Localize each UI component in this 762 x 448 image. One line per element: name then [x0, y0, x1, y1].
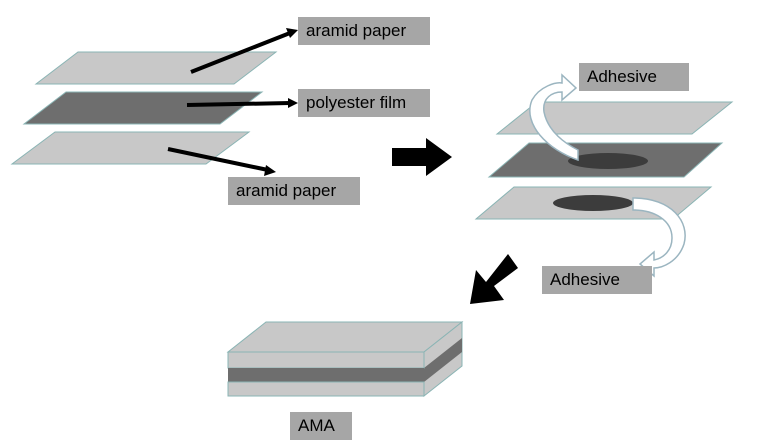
- adhesive-spot-on-aramid: [553, 195, 633, 211]
- ama-label: AMA: [290, 412, 352, 440]
- curved-arrow-adhesive-top: [529, 73, 579, 162]
- ama-top-face: [226, 321, 464, 353]
- adhesive-application-group: [474, 73, 734, 278]
- pointer-arrow-aramid-top: [190, 31, 291, 74]
- top-aramid-sheet: [34, 51, 278, 85]
- adhesive-top-aramid-sheet: [495, 101, 734, 135]
- aramid-paper-label-bottom: aramid paper: [228, 177, 360, 205]
- adhesive-spot-on-film: [568, 153, 648, 169]
- ama-front-top-layer: [227, 351, 425, 369]
- right-process-arrow: [392, 138, 452, 176]
- polyester-film-sheet: [22, 91, 264, 125]
- pointer-arrowhead-aramid-bottom: [264, 165, 276, 176]
- ama-side-polyester-band: [424, 338, 462, 382]
- adhesive-label-top: Adhesive: [579, 63, 689, 91]
- down-left-process-arrow: [470, 254, 518, 304]
- pointer-arrow-polyester: [186, 101, 291, 107]
- aramid-paper-label-top: aramid paper: [298, 17, 430, 45]
- adhesive-label-bottom: Adhesive: [542, 266, 652, 294]
- pointer-arrowhead-polyester: [288, 98, 298, 108]
- ama-laminate-group: [226, 320, 464, 398]
- polyester-film-label: polyester film: [298, 89, 430, 117]
- pointer-arrow-aramid-bottom: [167, 147, 269, 172]
- ama-front-polyester-layer: [228, 368, 424, 382]
- separate-layers-group: [10, 28, 298, 176]
- bottom-aramid-sheet: [10, 131, 251, 165]
- ama-front-bottom-layer: [227, 381, 425, 397]
- pointer-arrowhead-aramid-top: [286, 28, 298, 38]
